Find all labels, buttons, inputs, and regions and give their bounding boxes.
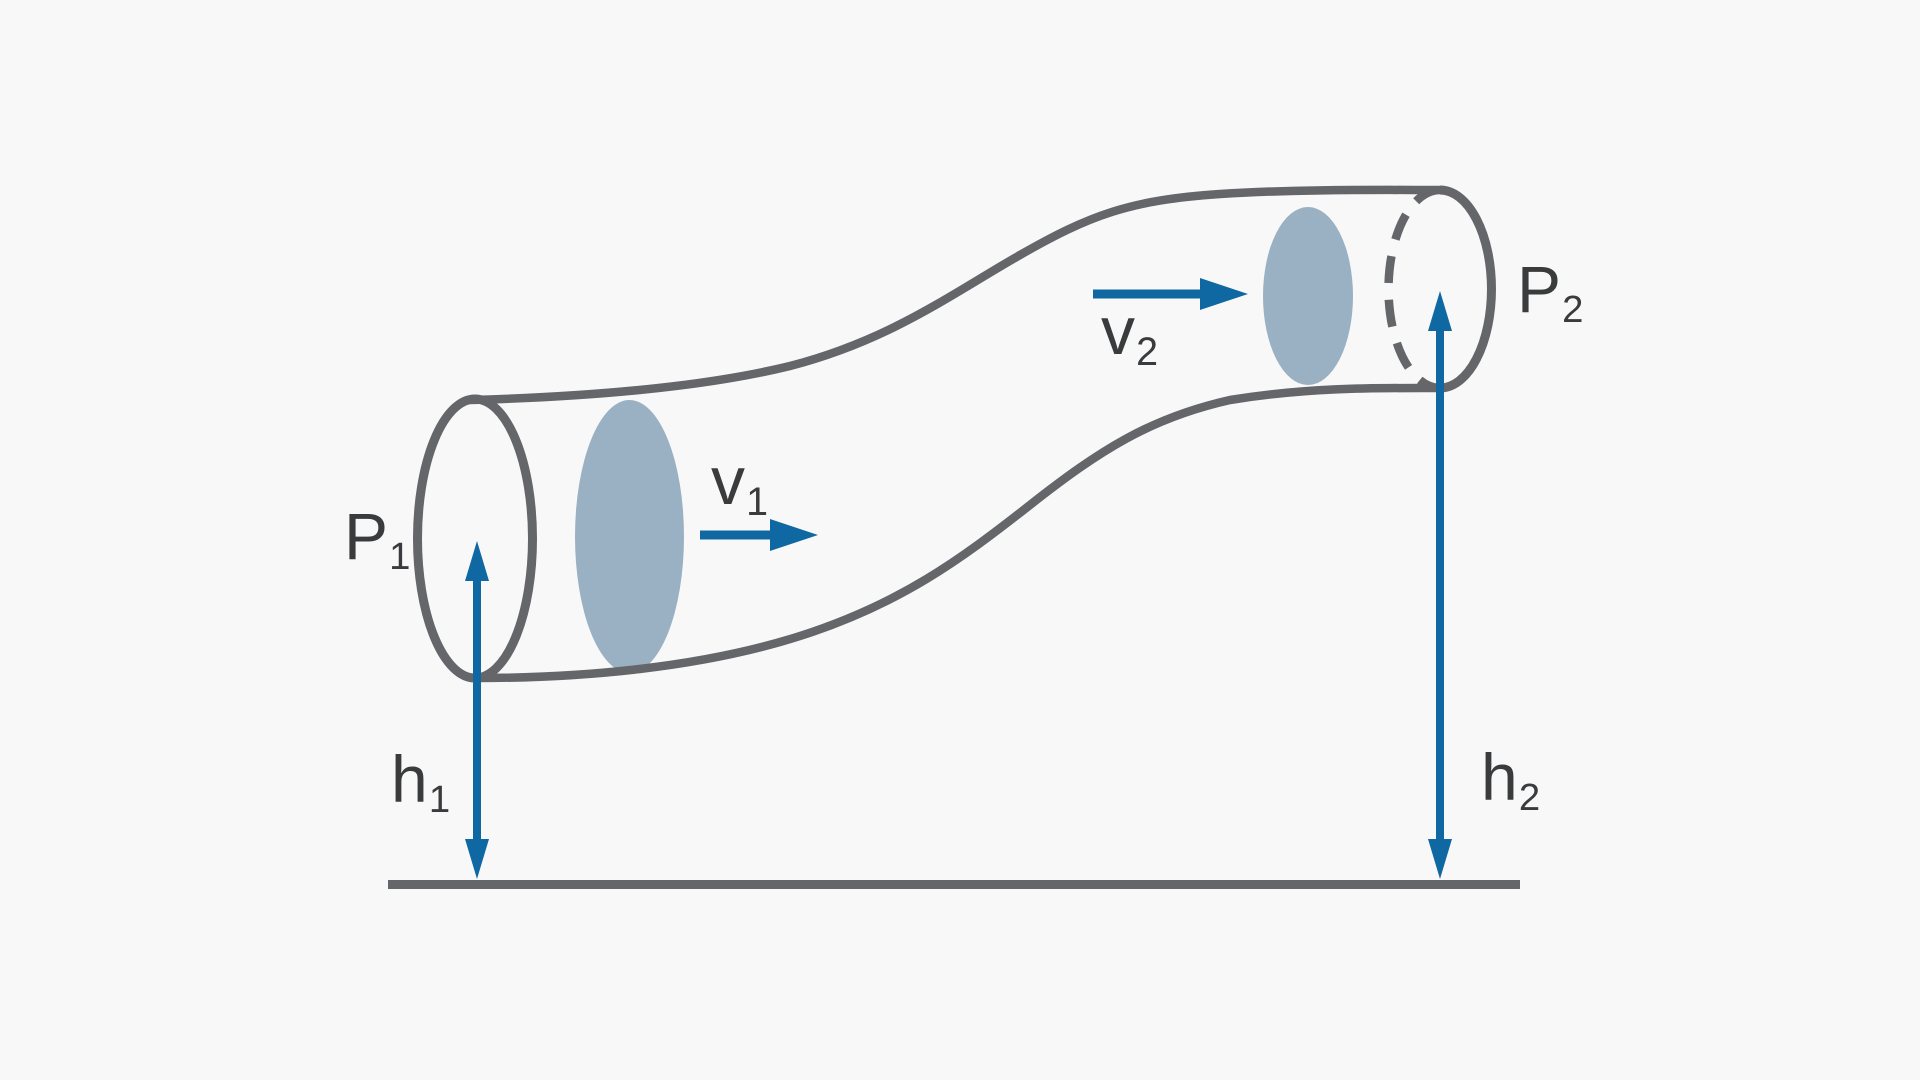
outlet-rim-hidden-dashed — [1384, 185, 1441, 393]
height-outlet-label: h2 — [1481, 740, 1541, 820]
pressure-outlet-label: P2 — [1517, 252, 1584, 332]
outlet-fluid-cross-section — [1263, 207, 1353, 385]
velocity-outlet-label: v2 — [1101, 293, 1159, 374]
v1-arrow-icon — [700, 519, 818, 551]
pipe-bottom-edge — [472, 383, 1443, 683]
inlet-fluid-cross-section — [575, 400, 684, 673]
h2-arrow-icon — [1428, 291, 1452, 879]
v2-arrow-icon — [1093, 278, 1248, 310]
pressure-inlet-label: P1 — [344, 499, 411, 579]
pipe-top-edge — [465, 185, 1443, 405]
height-inlet-label: h1 — [391, 742, 451, 822]
h1-arrow-icon — [465, 541, 489, 879]
outlet-rim-front — [1439, 185, 1496, 393]
velocity-inlet-label: v1 — [711, 443, 769, 524]
